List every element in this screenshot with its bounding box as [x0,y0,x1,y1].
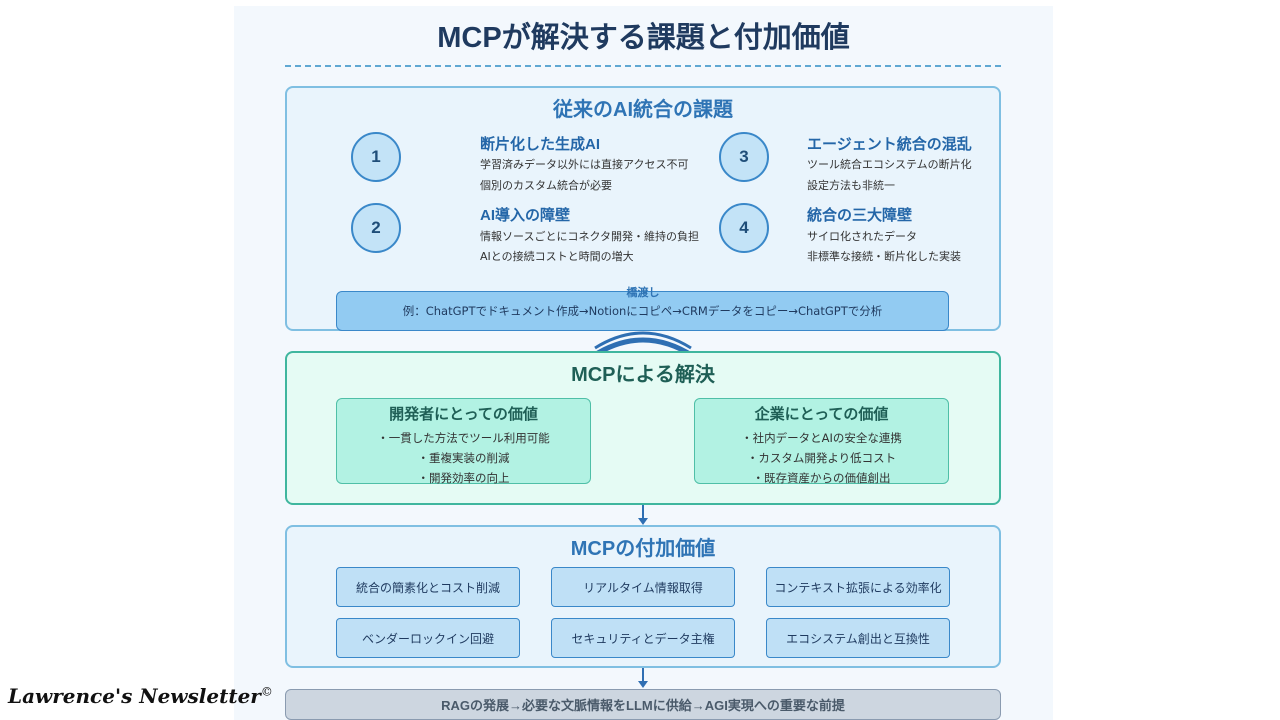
challenge-title-4: 統合の三大障壁 [807,207,913,224]
challenge-4-line-2: 非標準な接続・断片化した実装 [807,250,961,263]
challenges-panel: 従来のAI統合の課題 [285,86,1001,331]
challenge-number-2: 2 [351,203,401,253]
challenge-title-3: エージェント統合の混乱 [807,136,972,153]
challenge-title-2: AI導入の障壁 [480,207,571,224]
challenge-title-1: 断片化した生成AI [480,136,601,153]
title-divider [285,65,1001,67]
enterprise-value-item: ・既存資産からの価値創出 [752,471,891,485]
newsletter-name: Lawrence's Newsletter [8,684,261,708]
value-item: ベンダーロックイン回避 [336,618,520,658]
challenge-3-line-1: ツール統合エコシステムの断片化 [807,158,972,171]
developer-value-item: ・一貫した方法でツール利用可能 [377,431,550,445]
challenge-number-4: 4 [719,203,769,253]
challenges-heading: 従来のAI統合の課題 [553,99,733,121]
challenge-number-1: 1 [351,132,401,182]
challenge-2-line-1: 情報ソースごとにコネクタ開発・維持の負担 [480,230,700,243]
newsletter-watermark: Lawrence's Newsletter© [8,684,273,708]
value-item: エコシステム創出と互換性 [766,618,950,658]
page-title: MCPが解決する課題と付加価値 [437,22,850,54]
developer-value-item: ・開発効率の向上 [417,471,510,485]
value-item: 統合の簡素化とコスト削減 [336,567,520,607]
developer-value-title: 開発者にとっての価値 [389,406,538,423]
enterprise-value-item: ・カスタム開発より低コスト [746,451,897,465]
bridge-arc-icon [591,331,695,359]
challenge-1-line-2: 個別のカスタム統合が必要 [480,179,612,192]
challenge-3-line-2: 設定方法も非統一 [807,179,895,192]
challenge-number-3: 3 [719,132,769,182]
enterprise-value-box: 企業にとっての価値 ・社内データとAIの安全な連携 ・カスタム開発より低コスト … [694,398,949,485]
value-heading: MCPの付加価値 [570,538,716,560]
challenge-1-line-1: 学習済みデータ以外には直接アクセス不可 [480,158,689,171]
value-item: リアルタイム情報取得 [551,567,735,607]
enterprise-value-title: 企業にとっての価値 [754,406,889,423]
arrow-down-icon [638,505,648,525]
bridge-label: 橋渡し [626,286,660,299]
example-box: 例：ChatGPTでドキュメント作成→Notionにコピペ→CRMデータをコピー… [336,291,949,331]
value-item: セキュリティとデータ主権 [551,618,735,658]
enterprise-value-item: ・社内データとAIの安全な連携 [741,431,902,445]
challenge-2-line-2: AIとの接続コストと時間の増大 [480,250,634,263]
value-item: コンテキスト拡張による効率化 [766,567,950,607]
challenge-4-line-1: サイロ化されたデータ [807,230,917,243]
bottom-summary-bar: RAGの発展→必要な文脈情報をLLMに供給→AGI実現への重要な前提 [285,689,1001,720]
arrow-down-icon [638,668,648,688]
copyright-mark: © [260,684,273,699]
developer-value-item: ・重複実装の削減 [417,451,510,465]
solution-heading: MCPによる解決 [571,364,715,386]
developer-value-box: 開発者にとっての価値 ・一貫した方法でツール利用可能 ・重複実装の削減 ・開発効… [336,398,591,485]
